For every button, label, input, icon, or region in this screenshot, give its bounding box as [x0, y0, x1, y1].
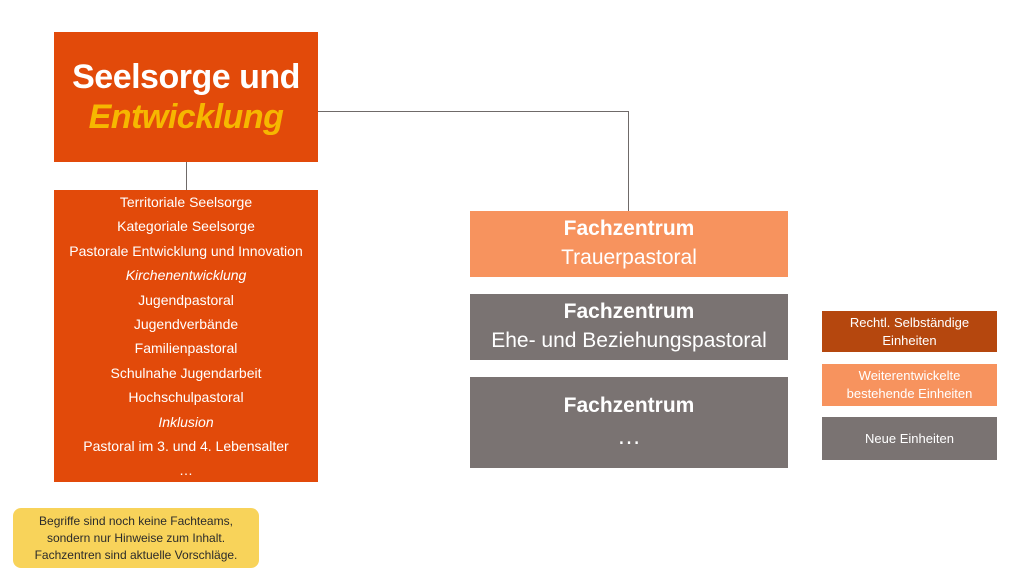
legend-new-units: Neue Einheiten: [822, 417, 997, 460]
area-item: Kirchenentwicklung: [125, 267, 247, 284]
areas-list-box: Territoriale Seelsorge Kategoriale Seels…: [54, 190, 318, 482]
main-title-line2: Entwicklung: [88, 98, 284, 136]
connector-to-fachzentrum: [628, 111, 629, 211]
area-item: Territoriale Seelsorge: [119, 194, 253, 210]
fachzentrum-subtitle: Ehe- und Beziehungspastoral: [491, 329, 767, 352]
area-item: Familienpastoral: [134, 340, 238, 357]
legend-developed-units: Weiterentwickelte bestehende Einheiten: [822, 364, 997, 406]
note-line: Begriffe sind noch keine Fachteams,: [39, 513, 233, 528]
area-item: Pastorale Entwicklung und Innovation: [69, 242, 303, 259]
connector-main-horizontal: [318, 111, 629, 112]
legend-label: Weiterentwickelte: [858, 368, 961, 383]
legend-label: Einheiten: [882, 332, 937, 348]
main-title-line1: Seelsorge und: [72, 58, 300, 96]
note-line: sondern nur Hinweise zum Inhalt.: [46, 530, 226, 545]
area-item: Jugendverbände: [133, 316, 239, 333]
legend-label: bestehende Einheiten: [846, 386, 973, 401]
area-item: Schulnahe Jugendarbeit: [110, 364, 262, 381]
note-line: Fachzentren sind aktuelle Vorschläge.: [34, 547, 238, 562]
legend-legal-units: Rechtl. Selbständige Einheiten: [822, 311, 997, 352]
fachzentrum-subtitle: Trauerpastoral: [561, 246, 697, 269]
fachzentrum-ehe-beziehung: Fachzentrum Ehe- und Beziehungspastoral: [470, 294, 788, 360]
area-item: Jugendpastoral: [138, 291, 234, 308]
legend-label: Neue Einheiten: [865, 430, 954, 446]
area-item: Hochschulpastoral: [128, 389, 244, 406]
fachzentrum-title: Fachzentrum: [563, 217, 695, 240]
fachzentrum-weitere: Fachzentrum …: [470, 377, 788, 468]
fachzentrum-title: Fachzentrum: [563, 393, 695, 417]
note-box: Begriffe sind noch keine Fachteams, sond…: [13, 508, 259, 568]
fachzentrum-trauerpastoral: Fachzentrum Trauerpastoral: [470, 211, 788, 277]
main-unit-box: Seelsorge und Entwicklung: [54, 32, 318, 162]
area-item: …: [179, 462, 193, 479]
legend-label: Rechtl. Selbständige: [849, 314, 970, 330]
area-item: Kategoriale Seelsorge: [117, 218, 255, 235]
fachzentrum-title: Fachzentrum: [563, 300, 695, 323]
fachzentrum-subtitle: …: [617, 422, 641, 450]
area-item: Inklusion: [158, 413, 214, 430]
area-item: Pastoral im 3. und 4. Lebensalter: [83, 438, 289, 455]
connector-main-to-list: [186, 162, 187, 190]
